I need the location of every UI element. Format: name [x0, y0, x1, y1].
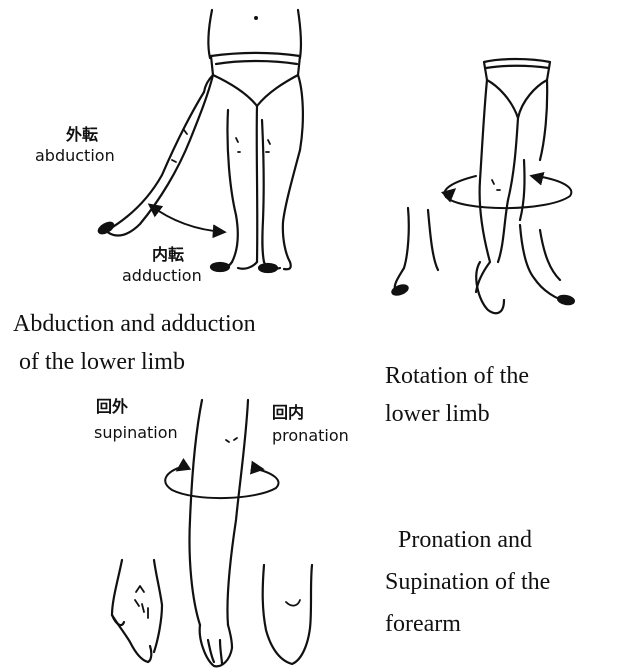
adduction-label: adduction	[122, 267, 202, 285]
legs-rotation-figure	[391, 59, 574, 313]
abduction-caption-line1: Abduction and adduction	[13, 311, 256, 339]
forearm-caption-line2: Supination of the	[385, 569, 550, 597]
rotation-caption-line2: lower limb	[385, 401, 490, 429]
supination-jp-label: 回外	[96, 398, 128, 416]
supination-label: supination	[94, 424, 178, 442]
forearm-caption-line3: forearm	[385, 611, 461, 639]
adduction-jp-label: 内転	[152, 246, 184, 264]
abduction-jp-label: 外転	[66, 126, 98, 144]
rotation-caption-line1: Rotation of the	[385, 363, 529, 391]
pronation-jp-label: 回内	[272, 404, 304, 422]
legs-abduction-figure	[97, 10, 303, 272]
forearm-caption-line1: Pronation and	[398, 527, 532, 555]
pronation-label: pronation	[272, 427, 349, 445]
abduction-label: abduction	[35, 147, 115, 165]
abduction-caption-line2: of the lower limb	[19, 349, 185, 377]
